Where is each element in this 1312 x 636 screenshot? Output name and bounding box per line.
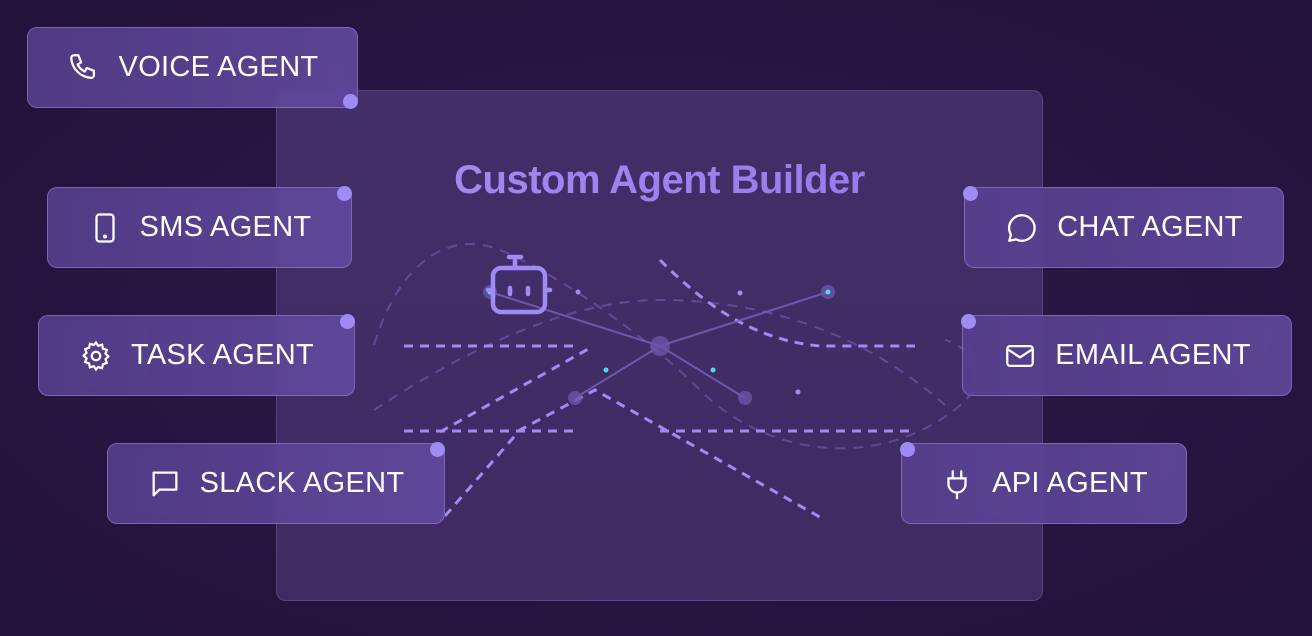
agent-label: SMS AGENT [139, 211, 312, 243]
plug-icon [947, 469, 967, 499]
agent-label: EMAIL AGENT [1055, 339, 1251, 371]
connector-dot [900, 442, 915, 457]
hub-node [650, 336, 670, 356]
page-title: Custom Agent Builder [276, 158, 1043, 203]
sms-agent-card[interactable]: SMS AGENT [47, 187, 352, 268]
connector-dot [343, 94, 358, 109]
connector-dot [340, 314, 355, 329]
slack-agent-card[interactable]: SLACK AGENT [107, 443, 445, 524]
api-agent-card[interactable]: API AGENT [901, 443, 1187, 524]
email-agent-card[interactable]: EMAIL AGENT [962, 315, 1292, 396]
connector-dot [337, 186, 352, 201]
node [568, 391, 582, 405]
task-agent-card[interactable]: TASK AGENT [38, 315, 355, 396]
agent-label: SLACK AGENT [199, 467, 405, 499]
connector-dot [963, 186, 978, 201]
agent-label: CHAT AGENT [1057, 211, 1243, 243]
mobile-icon [94, 212, 115, 243]
connector-lines [489, 291, 829, 399]
mail-icon [1006, 344, 1035, 367]
voice-agent-card[interactable]: VOICE AGENT [27, 27, 358, 108]
chat-agent-card[interactable]: CHAT AGENT [964, 187, 1284, 268]
agent-label: TASK AGENT [131, 339, 314, 371]
dashed-lines [404, 258, 915, 522]
gear-icon [82, 340, 110, 371]
small-points [575, 289, 801, 395]
node [738, 391, 752, 405]
nodes [483, 285, 835, 405]
agent-label: API AGENT [992, 467, 1148, 499]
curve-lines [373, 243, 980, 450]
chat-bubble-icon [1008, 213, 1036, 242]
message-square-icon [152, 471, 178, 496]
agent-label: VOICE AGENT [118, 51, 319, 83]
connector-dot [430, 442, 445, 457]
phone-icon [69, 53, 95, 79]
connector-dot [961, 314, 976, 329]
cyan-points [487, 289, 831, 373]
robot-icon [485, 254, 553, 315]
